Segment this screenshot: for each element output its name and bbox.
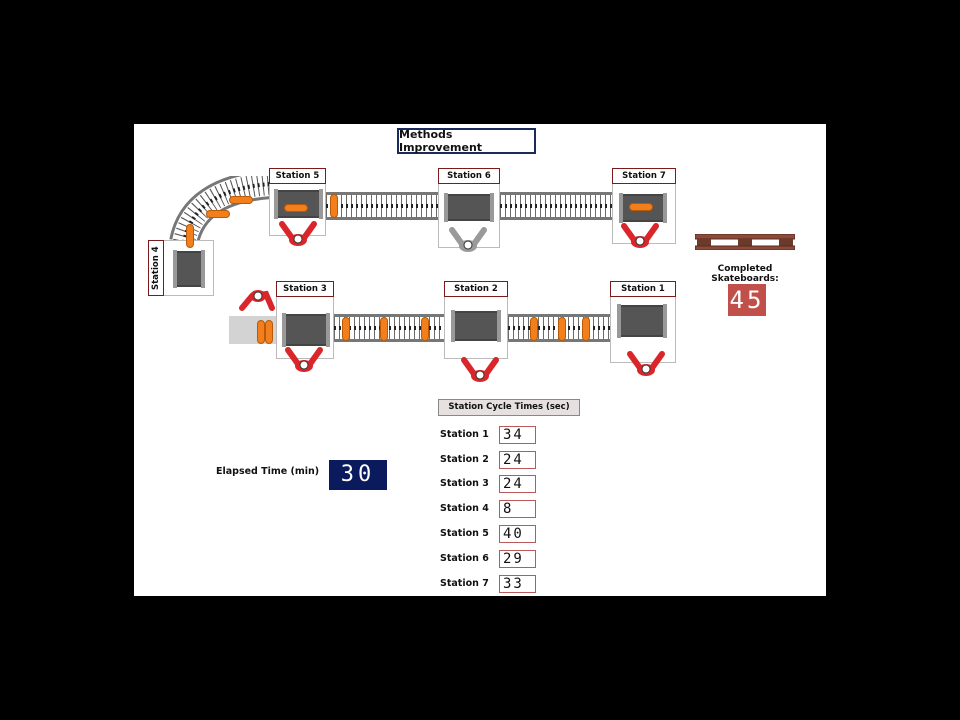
cycle-row-name: Station 6 <box>440 553 489 564</box>
skateboard <box>257 320 265 344</box>
station-6-label: Station 6 <box>438 168 500 184</box>
conveyor-6-7 <box>500 192 612 220</box>
cycle-row-value[interactable]: 8 <box>499 500 536 518</box>
skateboard <box>206 210 230 218</box>
elapsed-time-label: Elapsed Time (min) <box>216 466 320 477</box>
skateboard <box>629 203 653 211</box>
worker-station-3-icon <box>285 347 323 372</box>
pallet-icon <box>695 234 795 250</box>
cycle-row-name: Station 3 <box>440 478 489 489</box>
cycle-row-value[interactable]: 24 <box>499 451 536 469</box>
page-title: Methods Improvement <box>397 128 536 154</box>
station-7-label: Station 7 <box>612 168 676 184</box>
cycle-row-name: Station 2 <box>440 454 489 465</box>
station-1-label: Station 1 <box>610 281 676 297</box>
station-3[interactable]: Station 3 <box>276 281 334 359</box>
skateboard <box>229 196 253 204</box>
cycle-row-name: Station 5 <box>440 528 489 539</box>
station-5-label: Station 5 <box>269 168 326 184</box>
station-3-label: Station 3 <box>276 281 334 297</box>
skateboard <box>186 224 194 248</box>
worker-station-2-icon <box>461 357 499 382</box>
station-4[interactable]: Station 4 <box>148 240 214 296</box>
station-6-machine <box>444 193 494 222</box>
cycle-row-value[interactable]: 40 <box>499 525 536 543</box>
station-2-label: Station 2 <box>444 281 508 297</box>
completed-label: Completed Skateboards: <box>711 264 779 284</box>
cycle-row-value[interactable]: 29 <box>499 550 536 568</box>
conveyor-5-6 <box>326 192 438 220</box>
worker-station-7-icon <box>621 223 659 248</box>
cycle-row-name: Station 7 <box>440 578 489 589</box>
station-6[interactable]: Station 6 <box>438 168 500 248</box>
skateboard <box>284 204 308 212</box>
worker-station-5-icon <box>279 221 317 246</box>
cycle-times-header: Station Cycle Times (sec) <box>438 399 580 416</box>
simulation-canvas: Methods Improvement Station 5 Station 6 … <box>134 124 826 596</box>
cycle-row-value[interactable]: 33 <box>499 575 536 593</box>
skateboard <box>421 317 429 341</box>
skateboard <box>380 317 388 341</box>
worker-station-6-icon <box>449 227 487 252</box>
cycle-row-value[interactable]: 34 <box>499 426 536 444</box>
station-4-label: Station 4 <box>148 240 164 296</box>
elapsed-time-value: 30 <box>329 460 387 490</box>
station-1[interactable]: Station 1 <box>610 281 676 363</box>
skateboard <box>265 320 273 344</box>
skateboard <box>330 194 338 218</box>
station-4-machine <box>173 250 205 288</box>
skateboard <box>582 317 590 341</box>
cycle-row-value[interactable]: 24 <box>499 475 536 493</box>
skateboard <box>558 317 566 341</box>
cycle-row-name: Station 1 <box>440 429 489 440</box>
skateboard <box>530 317 538 341</box>
station-2[interactable]: Station 2 <box>444 281 508 359</box>
station-3-machine <box>282 313 330 347</box>
cycle-row-name: Station 4 <box>440 503 489 514</box>
worker-input-icon <box>239 290 275 311</box>
completed-count: 45 <box>728 284 766 316</box>
skateboard <box>342 317 350 341</box>
worker-station-1-icon <box>627 351 665 376</box>
station-1-machine <box>617 304 667 338</box>
station-2-machine <box>451 310 501 342</box>
conveyor-2-3 <box>334 314 444 342</box>
